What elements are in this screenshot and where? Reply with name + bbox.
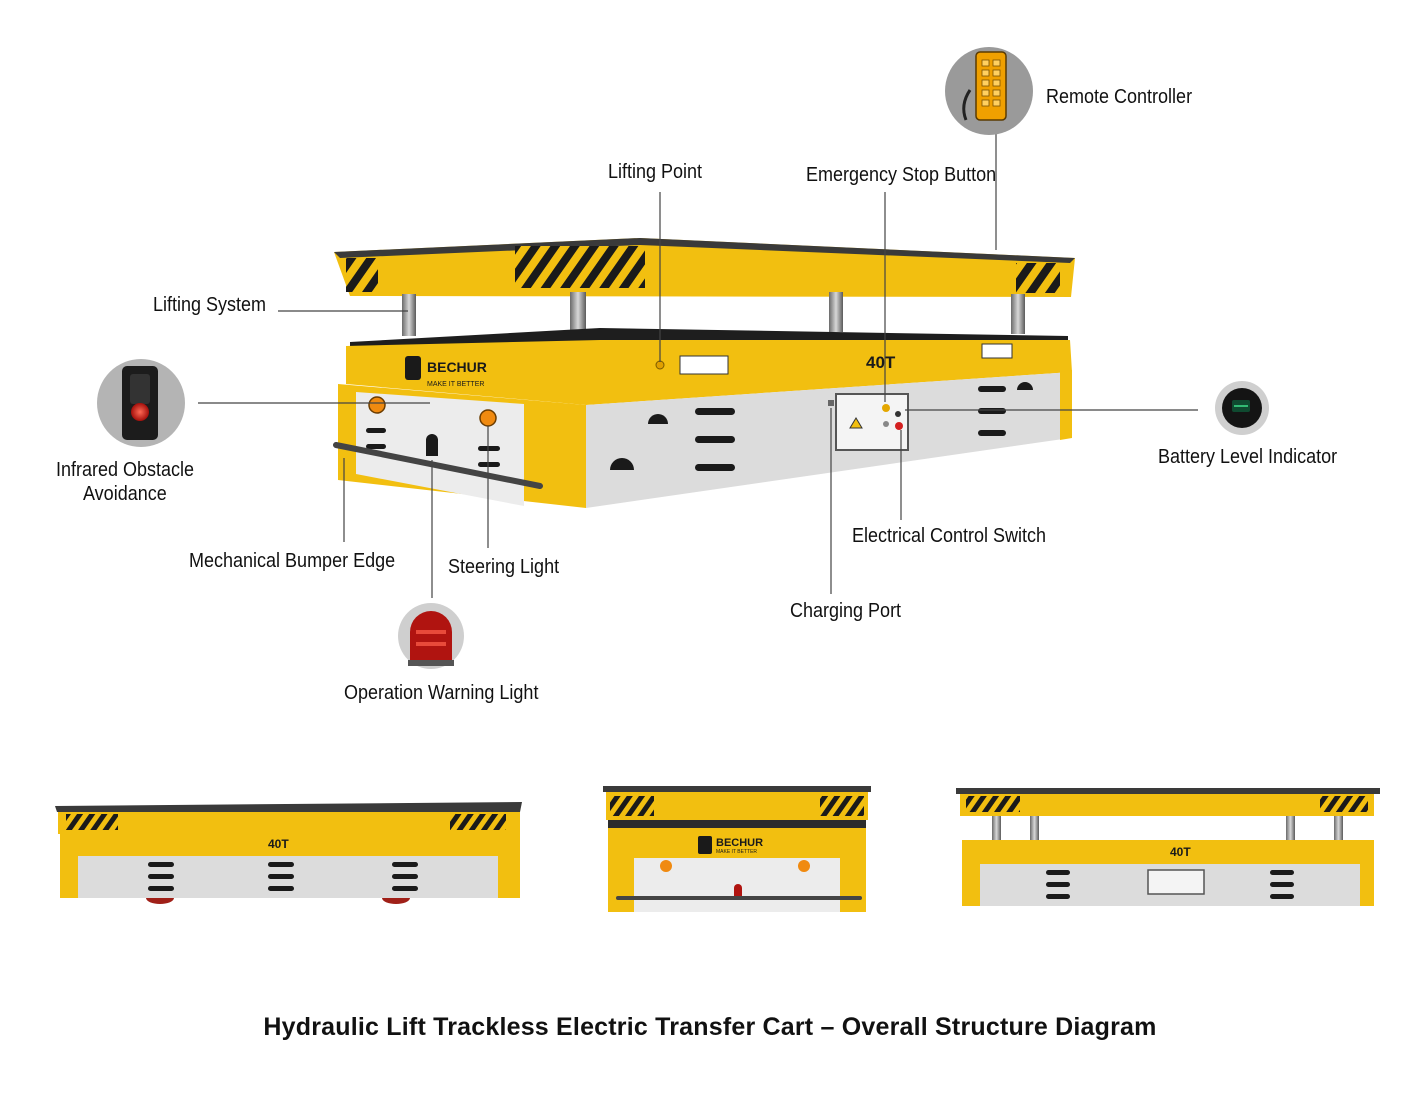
charging-port-socket bbox=[828, 400, 834, 406]
lifting-point-marker bbox=[655, 360, 665, 370]
switch-knob bbox=[895, 411, 901, 417]
label-steering-light: Steering Light bbox=[448, 556, 560, 578]
leader-lines bbox=[198, 132, 1198, 598]
warning-light-slot bbox=[426, 434, 438, 456]
brand-tagline: MAKE IT BETTER bbox=[427, 381, 484, 388]
lift-cylinder bbox=[570, 292, 586, 340]
lift-cylinder bbox=[1011, 294, 1025, 334]
raised-side-view: 40T bbox=[956, 788, 1380, 906]
brand-name: BECHUR bbox=[427, 359, 487, 375]
nameplate bbox=[679, 355, 729, 375]
control-box bbox=[835, 393, 909, 451]
label-electrical-control-switch: Electrical Control Switch bbox=[852, 525, 1047, 547]
svg-text:BECHUR: BECHUR bbox=[716, 837, 763, 849]
label-infrared-line1: Infrared Obstacle bbox=[56, 459, 195, 481]
label-operation-warning-light: Operation Warning Light bbox=[344, 682, 539, 704]
steering-light-right bbox=[479, 409, 497, 427]
switch-knob bbox=[882, 404, 890, 412]
corner-post bbox=[1060, 370, 1072, 440]
warning-light-icon bbox=[398, 603, 464, 669]
label-emergency-stop-button: Emergency Stop Button bbox=[806, 164, 997, 186]
diagram-title: Hydraulic Lift Trackless Electric Transf… bbox=[263, 1013, 1157, 1041]
remote-controller-icon bbox=[945, 47, 1033, 135]
svg-text:40T: 40T bbox=[1170, 845, 1191, 859]
hazard-stripe bbox=[515, 246, 645, 288]
bumper-bar bbox=[333, 442, 543, 489]
label-charging-port: Charging Port bbox=[790, 600, 902, 622]
hazard-triangle-icon bbox=[849, 417, 863, 429]
svg-text:MAKE IT BETTER: MAKE IT BETTER bbox=[716, 849, 757, 855]
infrared-sensor-icon bbox=[97, 359, 185, 447]
side-panel bbox=[586, 372, 1072, 508]
hazard-stripe bbox=[1016, 263, 1060, 293]
svg-text:40T: 40T bbox=[268, 837, 289, 851]
steering-light-left bbox=[368, 396, 386, 414]
label-infrared-line2: Avoidance bbox=[83, 483, 167, 505]
front-view: BECHUR MAKE IT BETTER bbox=[603, 786, 871, 912]
hazard-stripe bbox=[346, 258, 378, 292]
lift-cylinder bbox=[829, 292, 843, 332]
main-cart: BECHUR MAKE IT BETTER 40T bbox=[333, 238, 1075, 508]
capacity-label: 40T bbox=[866, 353, 896, 372]
lift-cylinder bbox=[402, 294, 416, 336]
vent-slots bbox=[366, 382, 1033, 471]
label-lifting-point: Lifting Point bbox=[608, 161, 703, 183]
platform-top-edge bbox=[334, 238, 1075, 263]
emergency-stop-knob bbox=[895, 422, 903, 430]
brand-logo: BECHUR MAKE IT BETTER bbox=[405, 356, 487, 388]
battery-indicator-icon bbox=[1215, 381, 1269, 435]
switch-knob bbox=[883, 421, 889, 427]
side-view: 40T bbox=[55, 802, 522, 904]
label-mechanical-bumper-edge: Mechanical Bumper Edge bbox=[189, 550, 396, 572]
label-remote-controller: Remote Controller bbox=[1046, 86, 1193, 108]
nameplate bbox=[981, 343, 1013, 359]
label-battery-level-indicator: Battery Level Indicator bbox=[1158, 446, 1338, 468]
frame-deck bbox=[350, 328, 1068, 350]
label-lifting-system: Lifting System bbox=[153, 294, 267, 316]
